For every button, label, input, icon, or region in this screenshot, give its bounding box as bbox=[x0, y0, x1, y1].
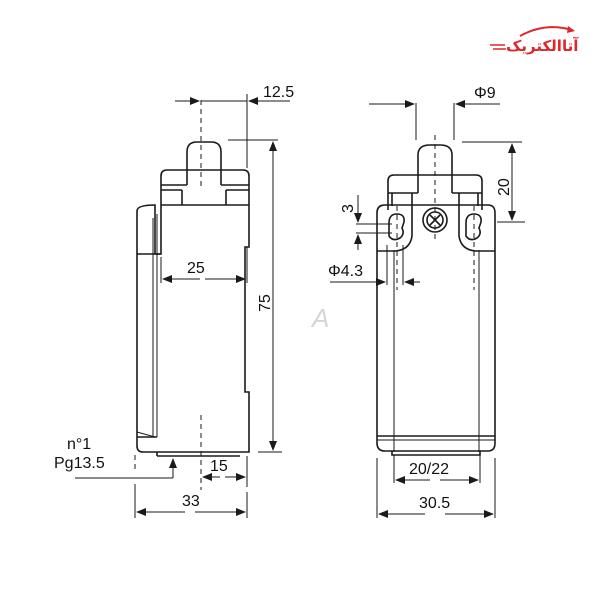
brand-logo-text: آتاالکتریک bbox=[506, 37, 579, 55]
cable-entry-size: Pg13.5 bbox=[54, 455, 105, 472]
dim-hole-diameter: Φ4.3 bbox=[328, 263, 363, 280]
dim-total-depth: 33 bbox=[182, 493, 200, 510]
switch-body bbox=[136, 204, 250, 453]
dim-plunger-offset: 12.5 bbox=[263, 84, 294, 101]
mounting-slot-left bbox=[388, 213, 405, 241]
cable-entry-count: n°1 bbox=[67, 436, 91, 453]
dim-mounting-spacing: 20/22 bbox=[409, 461, 449, 478]
watermark-logo: A bbox=[310, 303, 329, 333]
mounting-slot-right bbox=[465, 213, 482, 241]
plunger bbox=[186, 141, 222, 170]
dim-inner-width: 25 bbox=[187, 260, 205, 277]
left-ear bbox=[377, 206, 413, 252]
switch-body-front bbox=[376, 204, 496, 452]
plunger-front bbox=[417, 144, 453, 175]
dim-bottom-offset: 15 bbox=[210, 458, 228, 475]
dim-total-width: 30.5 bbox=[419, 495, 450, 512]
brand-logo: آتاالکتریک bbox=[490, 26, 579, 55]
dim-plunger-height: 20 bbox=[496, 178, 513, 196]
dim-plunger-diameter: Φ9 bbox=[474, 85, 496, 102]
cable-gland bbox=[391, 451, 481, 456]
front-view: Φ9 20 3 Φ4.3 20/22 30.5 bbox=[328, 85, 525, 518]
switch-head bbox=[160, 169, 250, 205]
dim-slot-height: 3 bbox=[340, 204, 357, 213]
dim-height: 75 bbox=[257, 294, 274, 312]
right-ear bbox=[458, 206, 495, 252]
side-view: 12.5 75 25 15 33 n°1 Pg13.5 bbox=[54, 84, 294, 518]
